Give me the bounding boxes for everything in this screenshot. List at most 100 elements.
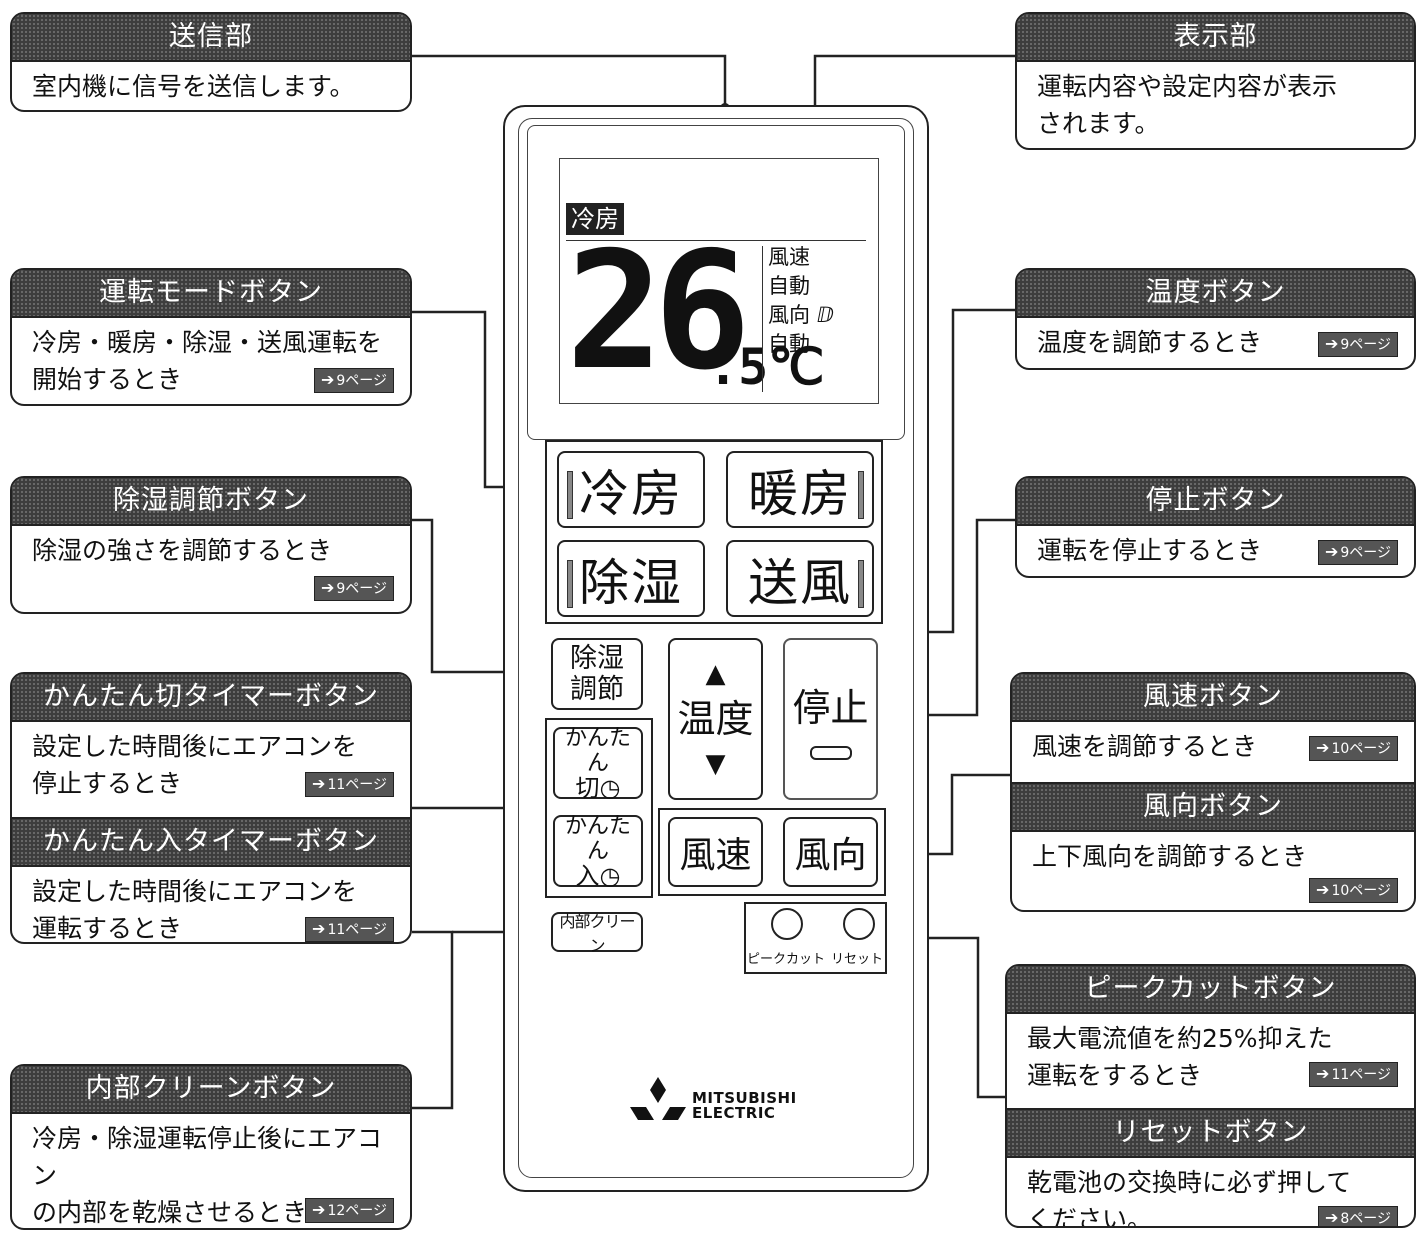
callout-stop-button: 停止ボタン 運転を停止するとき ➔9ページ xyxy=(1015,476,1416,578)
callout-body: 運転内容や設定内容が表示 されます。 xyxy=(1017,62,1414,146)
callout-line: 運転内容や設定内容が表示 xyxy=(1037,72,1338,101)
fan-mode-button[interactable]: 送風 xyxy=(726,540,874,617)
page-reference-text: 9ページ xyxy=(336,581,387,597)
button-bar-decoration xyxy=(567,471,573,519)
callout-line: 設定した時間後にエアコンを xyxy=(32,877,358,906)
arrow-right-icon: ➔ xyxy=(1316,738,1330,757)
page-reference: ➔8ページ xyxy=(1317,1206,1398,1227)
stop-bar-icon xyxy=(809,746,852,760)
page-reference: ➔11ページ xyxy=(305,772,394,797)
page-reference: ➔9ページ xyxy=(313,368,394,393)
lcd-divider xyxy=(762,246,763,392)
off-timer-label-1: かんたん xyxy=(564,725,631,776)
dehumid-adjust-button[interactable]: 除湿 調節 xyxy=(551,638,643,710)
page-reference-text: 10ページ xyxy=(1331,883,1391,899)
peak-cut-button[interactable] xyxy=(771,908,803,940)
callout-line: 冷房・除湿運転停止後にエアコン xyxy=(32,1124,383,1190)
callout-dehumid-button: 除湿調節ボタン 除湿の強さを調節するとき ➔9ページ xyxy=(10,476,412,614)
remote-inner-outline xyxy=(518,118,914,1178)
arrow-right-icon: ➔ xyxy=(1316,880,1330,899)
button-bar-decoration xyxy=(858,560,864,608)
callout-title: 温度ボタン xyxy=(1017,270,1414,318)
stop-button[interactable]: 停止 xyxy=(783,638,878,800)
callout-line: 運転を停止するとき xyxy=(1037,536,1263,565)
heat-button-label: 暖房 xyxy=(748,464,852,523)
callout-line: 運転をするとき xyxy=(1027,1061,1203,1090)
callout-timer-buttons: かんたん切タイマーボタン 設定した時間後にエアコンを 停止するとき ➔11ページ… xyxy=(10,672,412,944)
fan-direction-button-label: 風向 xyxy=(794,835,867,876)
fan-speed-button-label: 風速 xyxy=(679,835,752,876)
page-reference-text: 11ページ xyxy=(327,777,387,793)
callout-body: 室内機に信号を送信します。 xyxy=(32,72,355,101)
stop-button-label: 停止 xyxy=(792,686,869,730)
on-timer-button[interactable]: かんたん 入◷ xyxy=(553,814,643,890)
on-timer-label-2: 入◷ xyxy=(575,861,621,890)
page-reference: ➔9ページ xyxy=(1317,332,1398,357)
callout-title: かんたん切タイマーボタン xyxy=(12,674,410,722)
display-frame xyxy=(527,125,905,440)
arrow-right-icon: ➔ xyxy=(312,774,326,793)
callout-body: 設定した時間後にエアコンを 運転するとき ➔11ページ xyxy=(12,867,410,942)
brand-logo-text: MITSUBISHI ELECTRIC xyxy=(692,1091,797,1121)
page-reference: ➔9ページ xyxy=(313,576,394,601)
callout-title: 風速ボタン xyxy=(1012,674,1414,722)
callout-mode-button: 運転モードボタン 冷房・暖房・除湿・送風運転を 開始するとき ➔9ページ xyxy=(10,268,412,406)
callout-line: 上下風向を調節するとき xyxy=(1032,842,1308,871)
internal-clean-button[interactable]: 内部クリーン xyxy=(551,912,643,955)
lcd-status-panel: 風速 自動 風向 ⅅ 自動 xyxy=(768,243,834,359)
lcd-temperature-decimal: .5℃ xyxy=(708,338,825,396)
callout-body: 上下風向を調節するとき ➔10ページ xyxy=(1012,832,1414,903)
mode-button-group xyxy=(545,440,883,624)
fan-speed-button[interactable]: 風速 xyxy=(668,817,763,887)
lcd-status-direction-value: 自動 xyxy=(768,332,810,356)
callout-title: 運転モードボタン xyxy=(12,270,410,318)
temperature-button-label: 温度 xyxy=(677,697,754,741)
off-timer-label-2: 切◷ xyxy=(575,773,621,802)
page-reference: ➔9ページ xyxy=(1317,540,1398,565)
page-reference-text: 11ページ xyxy=(1331,1067,1391,1083)
internal-clean-button-label: 内部クリーン xyxy=(559,912,635,955)
callout-peakcut-reset: ピークカットボタン 最大電流値を約25%抑えた 運転をするとき ➔11ページ リ… xyxy=(1005,964,1416,1228)
callout-body: 温度を調節するとき ➔9ページ xyxy=(1017,318,1414,365)
callout-title: かんたん入タイマーボタン xyxy=(12,817,410,867)
page-reference-text: 12ページ xyxy=(327,1203,387,1219)
callout-temp-button: 温度ボタン 温度を調節するとき ➔9ページ xyxy=(1015,268,1416,370)
callout-display: 表示部 運転内容や設定内容が表示 されます。 xyxy=(1015,12,1416,150)
reset-button[interactable] xyxy=(843,908,875,940)
page-reference: ➔11ページ xyxy=(305,917,394,942)
lcd-screen xyxy=(559,158,879,404)
callout-line: 停止するとき xyxy=(32,769,183,798)
callout-line: 開始するとき xyxy=(32,365,183,394)
arrow-right-icon: ➔ xyxy=(1324,1208,1339,1227)
button-bar-decoration xyxy=(858,471,864,519)
off-timer-button[interactable]: かんたん 切◷ xyxy=(553,725,643,802)
callout-body: 冷房・除湿運転停止後にエアコン の内部を乾燥させるとき ➔12ページ xyxy=(12,1114,410,1228)
timer-button-group xyxy=(545,718,653,898)
fan-direction-button[interactable]: 風向 xyxy=(783,817,878,887)
up-arrow-icon[interactable]: ▲ xyxy=(705,659,726,689)
callout-title: 除湿調節ボタン xyxy=(12,478,410,526)
callout-line: ください。 xyxy=(1027,1205,1153,1228)
callout-line: 温度を調節するとき xyxy=(1037,328,1263,357)
heat-button[interactable]: 暖房 xyxy=(726,451,874,528)
down-arrow-icon[interactable]: ▼ xyxy=(705,749,726,779)
callout-line: 風速を調節するとき xyxy=(1032,732,1258,761)
page-reference: ➔10ページ xyxy=(1309,878,1398,903)
callout-body: 冷房・暖房・除湿・送風運転を 開始するとき ➔9ページ xyxy=(12,318,410,402)
cool-button[interactable]: 冷房 xyxy=(557,451,705,528)
reset-label: リセット xyxy=(831,952,884,967)
lcd-status-direction-label: 風向 ⅅ xyxy=(768,303,834,327)
arrow-right-icon: ➔ xyxy=(1324,334,1339,353)
temperature-button[interactable]: ▲ 温度 ▼ xyxy=(668,638,763,800)
callout-title: 送信部 xyxy=(12,14,410,62)
small-button-panel xyxy=(744,902,887,974)
page-reference-text: 8ページ xyxy=(1340,1211,1391,1227)
arrow-right-icon: ➔ xyxy=(1324,542,1339,561)
dehumidify-button[interactable]: 除湿 xyxy=(557,540,705,617)
fan-button-group xyxy=(658,808,886,896)
logo-line-2: ELECTRIC xyxy=(692,1104,776,1122)
fan-mode-button-label: 送風 xyxy=(748,553,852,612)
callout-body: 除湿の強さを調節するとき ➔9ページ xyxy=(12,526,410,601)
page-reference-text: 9ページ xyxy=(336,373,387,389)
callout-body: 運転を停止するとき ➔9ページ xyxy=(1017,526,1414,573)
